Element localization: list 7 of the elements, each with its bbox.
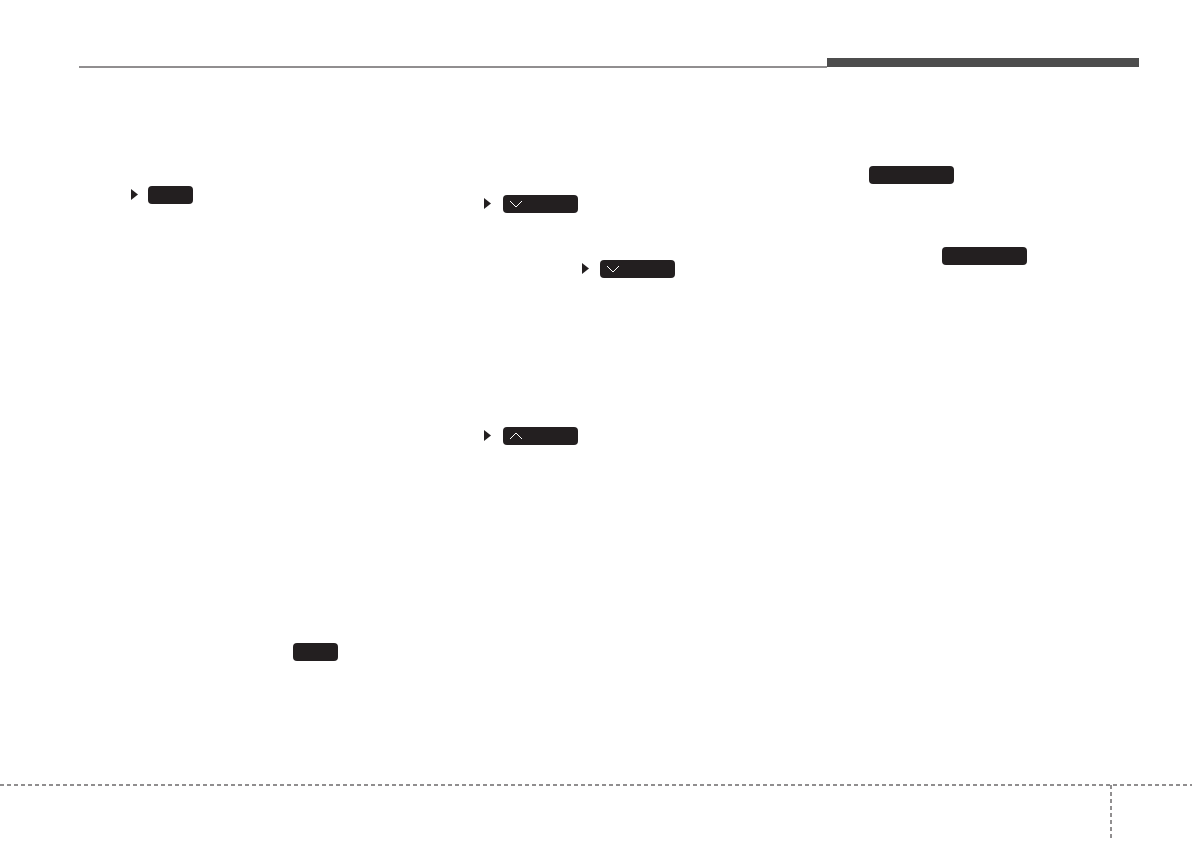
button-key [600,260,675,278]
button-key [869,166,954,184]
button-key [942,247,1027,265]
button-key [503,427,578,445]
button-key [503,195,578,213]
button-key [293,643,338,661]
button-key [148,186,193,204]
